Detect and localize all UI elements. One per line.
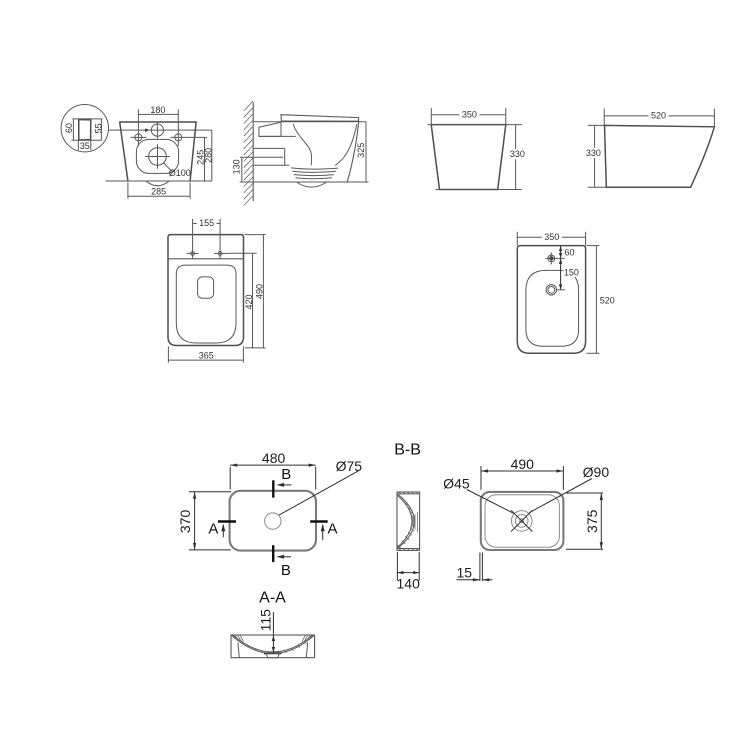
svg-text:375: 375 [584, 509, 600, 533]
svg-text:Ø90: Ø90 [583, 464, 610, 480]
svg-text:A: A [208, 520, 218, 537]
svg-text:60: 60 [565, 248, 575, 258]
svg-text:350: 350 [544, 232, 559, 242]
svg-text:15: 15 [457, 564, 473, 580]
svg-text:A-A: A-A [259, 589, 286, 606]
svg-text:245: 245 [195, 150, 205, 165]
svg-text:60: 60 [64, 123, 74, 133]
svg-text:B: B [281, 562, 291, 579]
svg-text:520: 520 [600, 296, 615, 306]
svg-text:B-B: B-B [394, 442, 421, 459]
svg-text:325: 325 [356, 143, 366, 158]
svg-text:Ø100: Ø100 [169, 168, 191, 178]
svg-text:130: 130 [231, 159, 241, 174]
svg-text:150: 150 [564, 268, 579, 278]
svg-text:155: 155 [199, 218, 214, 228]
svg-text:330: 330 [510, 149, 525, 159]
svg-text:520: 520 [651, 111, 666, 121]
svg-text:A: A [327, 520, 337, 537]
svg-text:370: 370 [177, 510, 193, 534]
svg-text:490: 490 [254, 284, 264, 299]
svg-text:B: B [281, 466, 291, 483]
svg-text:Ø45: Ø45 [443, 476, 470, 492]
svg-text:Ø75: Ø75 [336, 458, 363, 474]
svg-text:350: 350 [462, 110, 477, 120]
svg-text:140: 140 [397, 575, 421, 591]
svg-text:365: 365 [199, 351, 214, 361]
svg-text:330: 330 [586, 148, 601, 158]
svg-text:115: 115 [258, 609, 274, 632]
svg-text:35: 35 [80, 141, 90, 151]
svg-text:285: 285 [151, 186, 166, 196]
svg-text:55: 55 [93, 123, 103, 133]
svg-text:180: 180 [150, 105, 165, 115]
svg-text:420: 420 [244, 294, 254, 309]
svg-text:480: 480 [262, 450, 286, 466]
svg-text:490: 490 [511, 456, 535, 472]
svg-text:280: 280 [203, 148, 213, 163]
